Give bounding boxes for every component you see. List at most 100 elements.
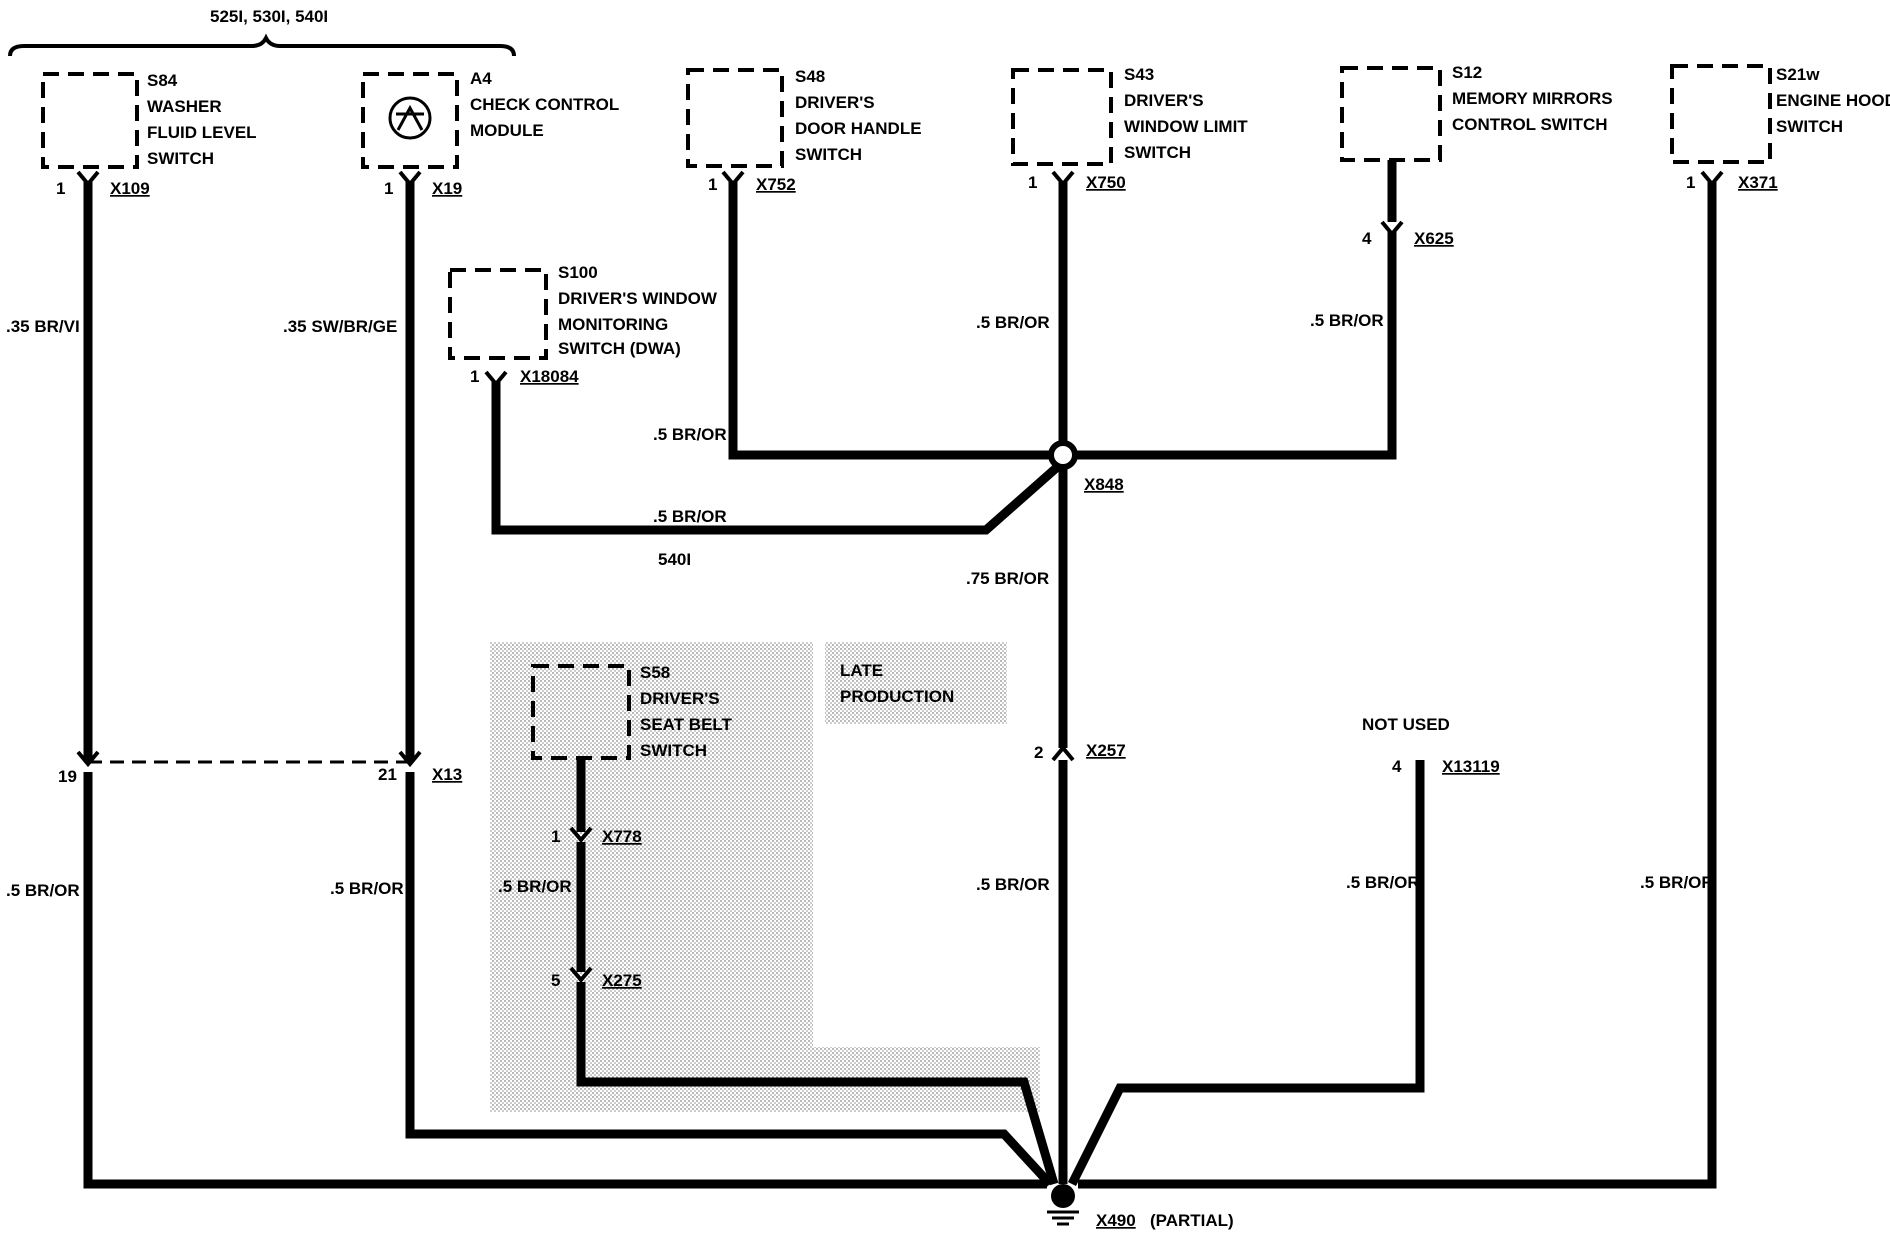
pin-x18084: 1 — [470, 367, 479, 386]
connector-labels: 1 X109 1 X19 1 X752 1 X750 4 X625 1 X371… — [56, 173, 1778, 1230]
wire-s48 — [728, 182, 1063, 460]
label-s58-3: SWITCH — [640, 741, 707, 760]
wire-a4-lower — [405, 772, 1054, 1188]
connector-chevrons — [76, 170, 1724, 984]
pin-x275: 5 — [551, 971, 560, 990]
splice-x848 — [1048, 440, 1078, 470]
conn-x109: X109 — [110, 179, 150, 198]
label-s48-0: S48 — [795, 67, 825, 86]
label-s48-3: SWITCH — [795, 145, 862, 164]
wire-labels: .35 BR/VI .35 SW/BR/GE .5 BR/OR .5 BR/OR… — [6, 311, 1714, 900]
label-s12-1: MEMORY MIRRORS — [1452, 89, 1613, 108]
box-s12 — [1340, 66, 1442, 162]
label-s21w-1: ENGINE HOOD — [1776, 91, 1890, 110]
wire-s12-lower — [1063, 232, 1397, 460]
label-s21w-0: S21w — [1776, 65, 1820, 84]
conn-x490: X490 — [1096, 1211, 1136, 1230]
pin-x778: 1 — [551, 827, 560, 846]
pin-x625: 4 — [1362, 229, 1372, 248]
conn-x13: X13 — [432, 765, 462, 784]
label-s58-0: S58 — [640, 663, 670, 682]
conn-x275: X275 — [602, 971, 642, 990]
chevron-x275 — [569, 966, 593, 984]
label-s100-1: DRIVER'S WINDOW — [558, 289, 718, 308]
chevron-x18084 — [484, 370, 508, 388]
conn-x19: X19 — [432, 179, 462, 198]
pin-x19: 1 — [384, 179, 393, 198]
box-s58 — [531, 664, 631, 760]
label-s43-1: DRIVER'S — [1124, 91, 1204, 110]
pin-x13-right: 21 — [378, 765, 397, 784]
chevron-x778 — [569, 826, 593, 844]
wire-label-splice-down: .75 BR/OR — [966, 569, 1049, 588]
wire-label-s58: .5 BR/OR — [498, 877, 572, 896]
chevron-x109 — [76, 170, 100, 188]
wire-label-center-lower: .5 BR/OR — [976, 875, 1050, 894]
box-s100 — [448, 268, 548, 360]
chevron-x752 — [721, 170, 745, 188]
note-not-used: NOT USED — [1362, 715, 1450, 734]
chevron-x371 — [1700, 170, 1724, 188]
chevron-x13-right — [398, 750, 422, 768]
wire-label-a4: .35 SW/BR/GE — [283, 317, 397, 336]
label-s48-2: DOOR HANDLE — [795, 119, 922, 138]
pin-x109: 1 — [56, 179, 65, 198]
note-540i: 540I — [658, 550, 691, 569]
wire-label-s84-lower: .5 BR/OR — [6, 881, 80, 900]
box-s21w — [1670, 64, 1772, 164]
wire-s100 — [491, 382, 1066, 535]
check-control-icon — [388, 96, 432, 140]
chevron-x257 — [1051, 744, 1075, 762]
wire-label-a4-lower: .5 BR/OR — [330, 879, 404, 898]
late-production-label-shade — [825, 642, 1007, 724]
late-production-0: LATE — [840, 661, 883, 680]
conn-x778: X778 — [602, 827, 642, 846]
conn-x752: X752 — [756, 175, 796, 194]
pin-x13119: 4 — [1392, 757, 1402, 776]
wires — [83, 160, 1717, 1189]
conn-x848: X848 — [1084, 475, 1124, 494]
pin-x257: 2 — [1034, 743, 1043, 762]
label-s84-0: S84 — [147, 71, 178, 90]
wire-label-s100: .5 BR/OR — [653, 507, 727, 526]
label-s43-2: WINDOW LIMIT — [1124, 117, 1248, 136]
chevron-x625 — [1380, 220, 1404, 238]
label-s48-1: DRIVER'S — [795, 93, 875, 112]
label-a4-1: CHECK CONTROL — [470, 95, 619, 114]
pin-x752: 1 — [708, 175, 717, 194]
conn-x257: X257 — [1086, 741, 1126, 760]
conn-x625: X625 — [1414, 229, 1454, 248]
chevron-x19 — [398, 170, 422, 188]
wire-label-s84: .35 BR/VI — [6, 317, 80, 336]
label-a4-0: A4 — [470, 69, 492, 88]
wire-label-s48: .5 BR/OR — [653, 425, 727, 444]
label-a4-2: MODULE — [470, 121, 544, 140]
late-production-shade — [490, 642, 813, 1112]
label-s100-0: S100 — [558, 263, 598, 282]
ground-partial-note: (PARTIAL) — [1150, 1211, 1234, 1230]
label-s43-3: SWITCH — [1124, 143, 1191, 162]
label-s12-2: CONTROL SWITCH — [1452, 115, 1608, 134]
box-s43 — [1011, 68, 1113, 166]
pin-x13-left: 19 — [58, 767, 77, 786]
label-s84-3: SWITCH — [147, 149, 214, 168]
label-s21w-2: SWITCH — [1776, 117, 1843, 136]
conn-x13119: X13119 — [1442, 757, 1500, 776]
conn-x371: X371 — [1738, 173, 1778, 192]
wire-label-x13119: .5 BR/OR — [1346, 873, 1420, 892]
wire-s58-lower — [576, 982, 1059, 1186]
wire-label-s12: .5 BR/OR — [1310, 311, 1384, 330]
box-s48 — [686, 68, 784, 168]
variant-bracket-label: 525I, 530I, 540I — [210, 7, 328, 26]
label-s12-0: S12 — [1452, 63, 1482, 82]
label-s58-1: DRIVER'S — [640, 689, 720, 708]
label-s84-2: FLUID LEVEL — [147, 123, 257, 142]
pin-x371: 1 — [1686, 173, 1695, 192]
box-a4 — [361, 72, 459, 169]
wire-label-s43: .5 BR/OR — [976, 313, 1050, 332]
variant-bracket — [8, 33, 516, 57]
label-s58-2: SEAT BELT — [640, 715, 733, 734]
wire-x13119 — [1067, 760, 1425, 1187]
label-s43-0: S43 — [1124, 65, 1154, 84]
